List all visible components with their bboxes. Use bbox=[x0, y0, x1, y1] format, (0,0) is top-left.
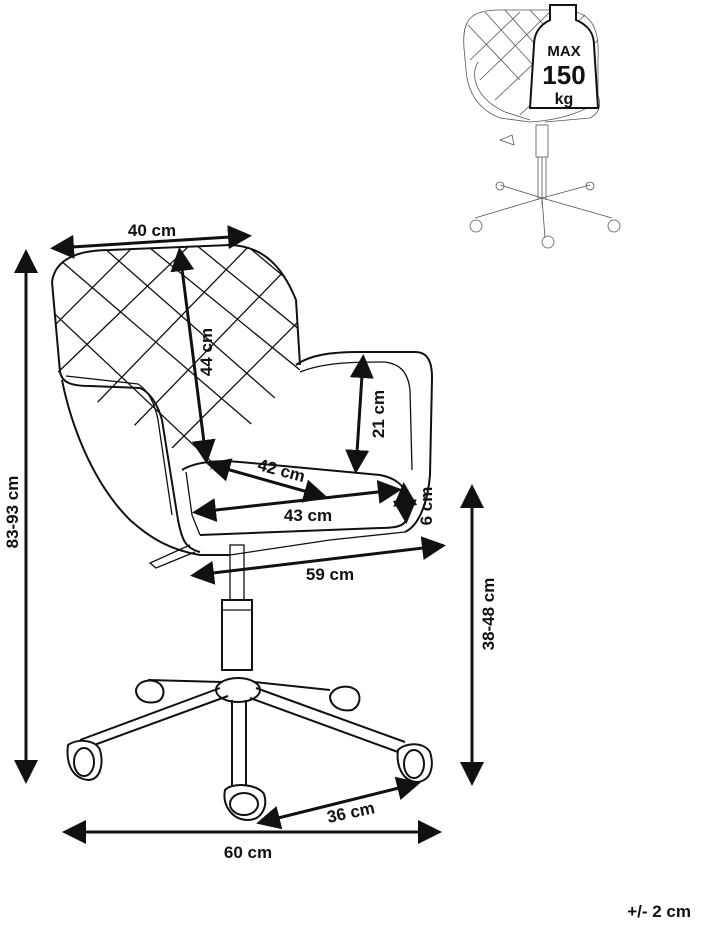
weight-value: 150 bbox=[542, 60, 585, 90]
label-seat-depth: 42 cm bbox=[256, 455, 307, 486]
label-total-height: 83-93 cm bbox=[3, 476, 22, 549]
label-seat-height: 38-48 cm bbox=[479, 578, 498, 651]
arrow-icon bbox=[14, 225, 484, 844]
label-backrest-height: 44 cm bbox=[197, 328, 216, 376]
label-wheel-distance: 36 cm bbox=[325, 798, 376, 827]
weight-label-max: MAX bbox=[547, 43, 580, 60]
tolerance-note: +/- 2 cm bbox=[627, 902, 691, 921]
label-armrest-height: 21 cm bbox=[369, 390, 388, 438]
label-seat-width: 43 cm bbox=[284, 506, 332, 525]
label-total-width: 59 cm bbox=[306, 565, 354, 584]
weight-unit: kg bbox=[555, 91, 574, 108]
label-seat-back-width: 40 cm bbox=[128, 221, 176, 240]
weight-icon: MAX 150 kg bbox=[528, 4, 600, 109]
label-base-width: 60 cm bbox=[224, 843, 272, 862]
label-seat-thickness: 6 cm bbox=[417, 487, 436, 526]
chair-icon bbox=[51, 243, 434, 822]
